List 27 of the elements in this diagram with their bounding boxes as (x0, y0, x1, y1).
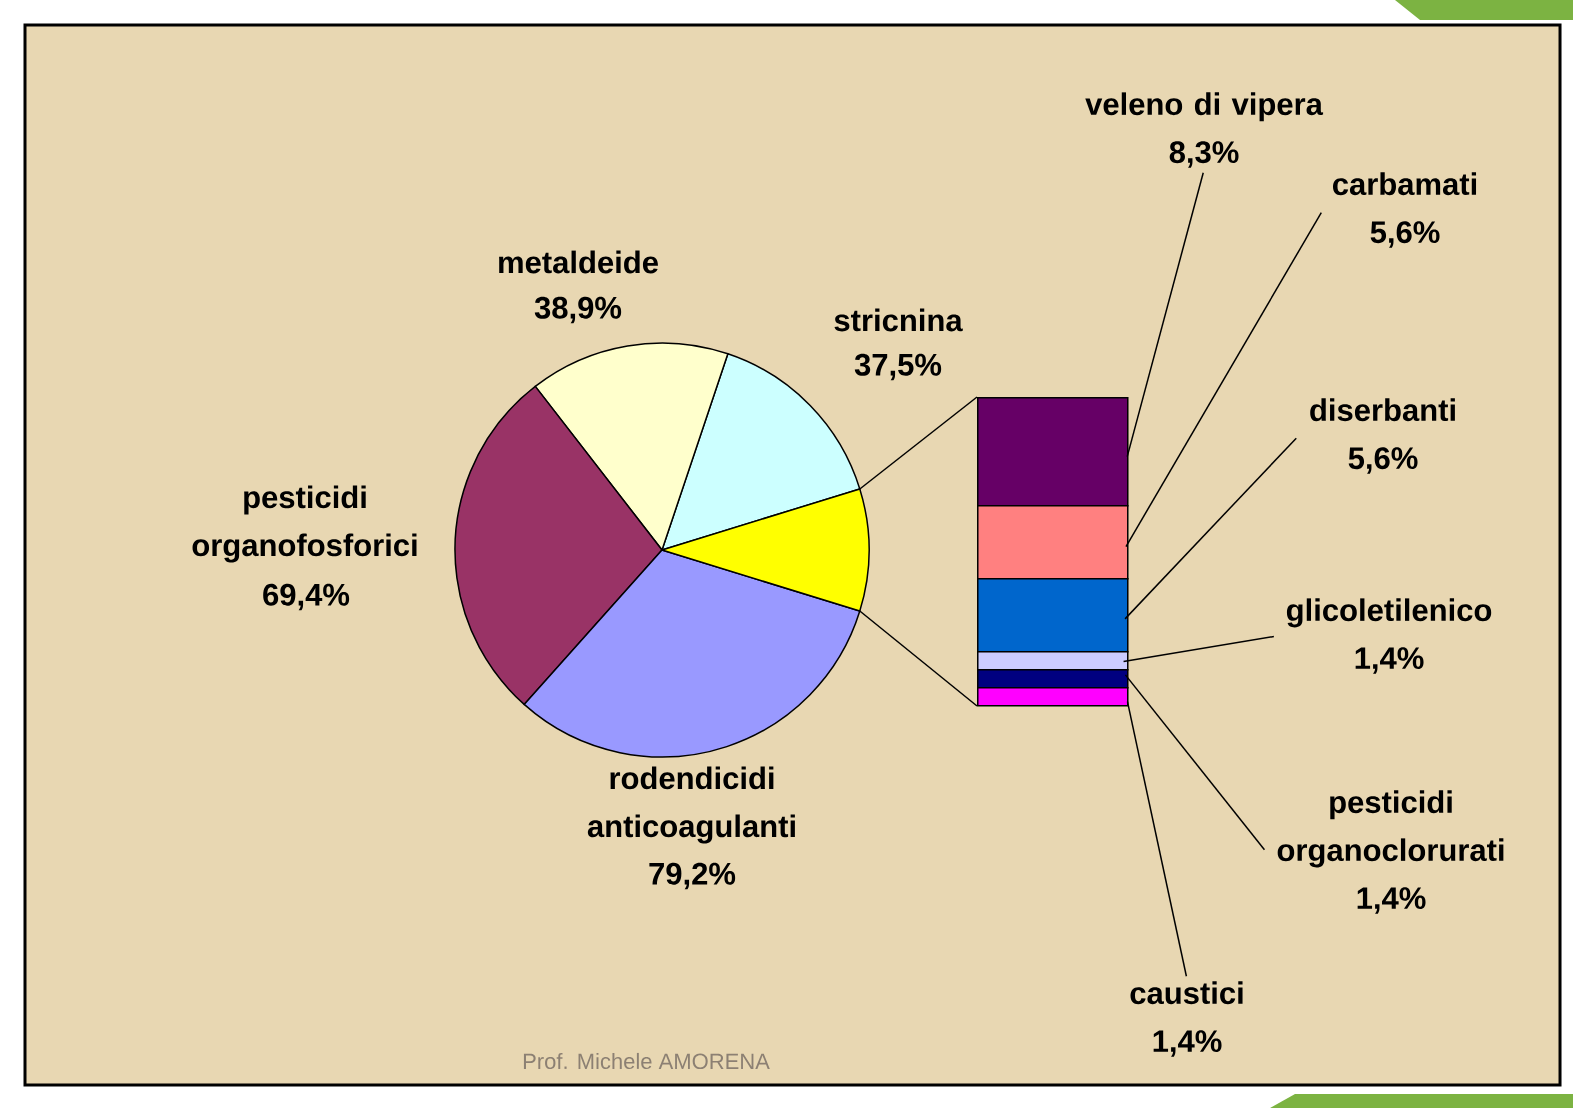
data-label: metaldeide (499, 250, 658, 274)
data-label: rodendicidi anticoagulanti (587, 766, 795, 844)
leader-line (1126, 172, 1204, 458)
data-label: stricnina (834, 308, 963, 332)
data-label: diserbanti 5,6% (1310, 398, 1455, 474)
leader-line (1124, 437, 1297, 620)
data-label: pesticidi organofosforici (192, 485, 417, 563)
data-label: carbamati 5,6% (1333, 172, 1477, 248)
bar-segment (977, 669, 1129, 689)
leader-line (1122, 635, 1275, 663)
bar-segment (977, 651, 1129, 671)
bar-segment (977, 397, 1129, 507)
leader-line (1125, 211, 1323, 548)
data-label: 79,2% (649, 862, 736, 890)
data-label: caustici 1,4% (1130, 981, 1243, 1057)
data-label: 69,4% (263, 583, 350, 611)
bar-segment (977, 578, 1129, 653)
leader-line (1124, 674, 1266, 851)
data-label: 37,5% (854, 353, 942, 381)
data-label: pesticidi organoclorurati 1,4% (1277, 790, 1504, 914)
leader-line (1126, 700, 1188, 977)
data-label: 38,9% (534, 296, 622, 324)
data-label: veleno di vipera 8,3% (1085, 92, 1324, 168)
bar-segment (977, 687, 1129, 707)
bar-segment (977, 505, 1129, 580)
data-label: glicoletilenico 1,4% (1286, 598, 1492, 674)
footer-text: Prof. Michele AMORENA (523, 1052, 770, 1070)
